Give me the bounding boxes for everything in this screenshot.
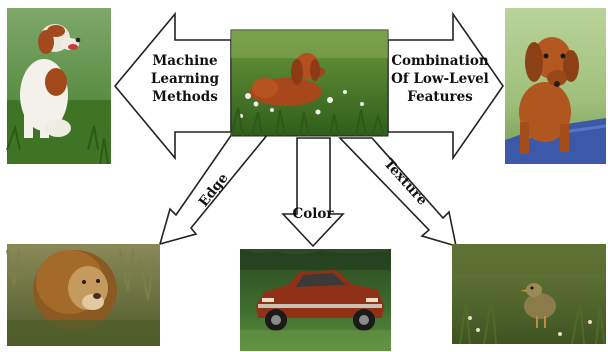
label-machine-learning-line1: Machine xyxy=(152,53,218,69)
label-color: Color xyxy=(292,206,334,222)
bottom-left-lion-image xyxy=(6,244,160,346)
center-dog-image xyxy=(230,29,389,137)
arrow-texture xyxy=(338,137,458,248)
top-right-dachshund-image xyxy=(505,8,607,164)
top-left-spaniel-image xyxy=(6,8,111,165)
arrow-right xyxy=(387,11,504,161)
label-combination-line1: Combination xyxy=(391,53,489,69)
arrow-color xyxy=(281,137,345,248)
label-combination-line3: Features xyxy=(407,89,473,105)
label-combination-line2: Of Low-Level xyxy=(391,71,489,87)
label-machine-learning-line3: Methods xyxy=(152,89,218,105)
bottom-right-chick-image xyxy=(452,244,606,345)
label-machine-learning-line2: Learning xyxy=(150,71,220,87)
arrow-left xyxy=(113,11,232,161)
arrow-edge xyxy=(158,133,270,246)
bottom-center-car-image xyxy=(240,249,391,351)
